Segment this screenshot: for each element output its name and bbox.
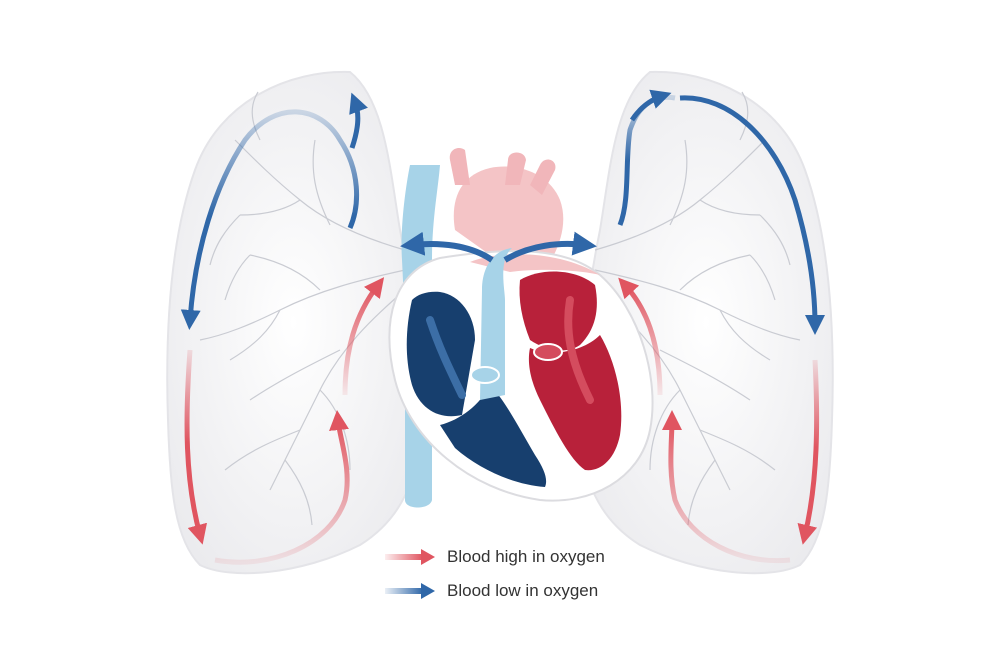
mitral-valve (533, 343, 563, 361)
aorta-branch-3 (530, 159, 556, 195)
right-lung-red-arrow-inner (618, 277, 663, 396)
left-lung-blue-arrow (180, 109, 360, 330)
pulmonary-artery-left-arrow (400, 231, 494, 263)
left-chamber-flow (564, 296, 594, 404)
aorta-branch-1 (449, 148, 470, 185)
legend-label: Blood low in oxygen (447, 581, 599, 600)
right-lung-red-arrow-bottom (661, 410, 791, 564)
left-lung-red-arrow-inner (342, 277, 385, 396)
right-lung-red-arrow-outer (797, 359, 820, 545)
right-ventricle (440, 385, 547, 487)
tricuspid-valve (470, 366, 500, 384)
left-lung-red-arrow-outer (184, 349, 208, 545)
left-lung-blue-arrow-tip (349, 92, 368, 149)
aorta (453, 166, 564, 262)
right-chamber-flow (426, 316, 466, 399)
pulmonary-artery-right-arrow (503, 231, 597, 263)
right-lung-blue-arrow (679, 95, 825, 335)
left-lung (166, 70, 422, 575)
aorta-branch-2 (505, 152, 526, 185)
legend-item-high-oxygen: Blood high in oxygen (385, 540, 605, 574)
blue-arrow-icon (385, 583, 435, 599)
legend: Blood high in oxygen Blood low in oxygen (385, 540, 605, 608)
heart (388, 148, 654, 508)
red-arrow-icon (385, 549, 435, 565)
right-lung-blue-arrow-tip (629, 89, 672, 122)
left-ventricle (528, 335, 622, 471)
legend-label: Blood high in oxygen (447, 547, 605, 566)
left-lung-red-arrow-bottom (214, 410, 350, 565)
pulmonary-trunk (480, 248, 512, 400)
left-atrium (519, 271, 597, 351)
legend-item-low-oxygen: Blood low in oxygen (385, 574, 605, 608)
